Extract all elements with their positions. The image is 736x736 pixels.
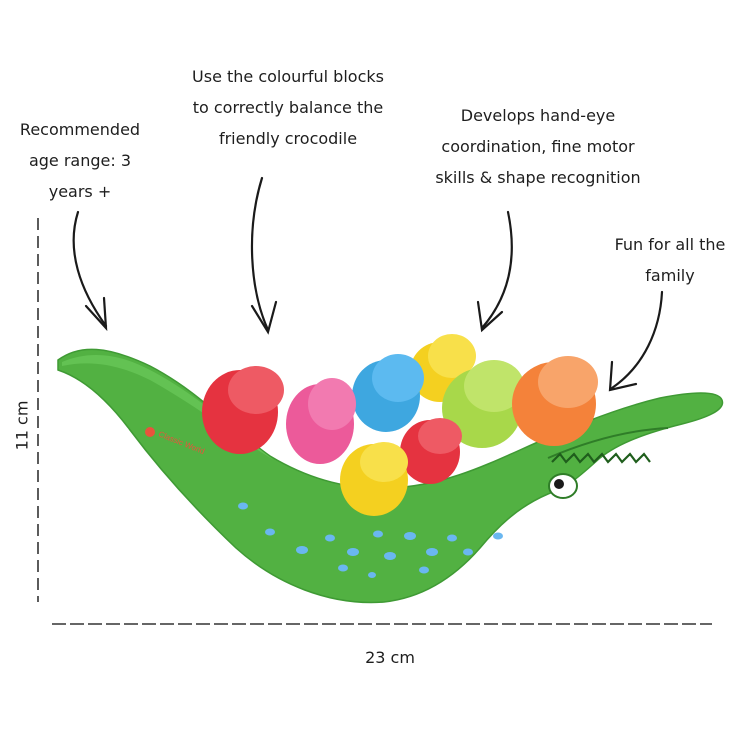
crocodile-teeth [551, 452, 651, 464]
annotation-line: age range: 3 [28, 151, 132, 170]
block-yellow-bottom [340, 442, 408, 516]
arrow-age-head [84, 296, 108, 332]
arrow-family [610, 290, 664, 390]
arrow-blocks-head [250, 300, 278, 335]
arrow-family-head [608, 360, 638, 392]
annotation-age-range: Recommended age range: 3 years + [0, 114, 160, 207]
crocodile-spots [238, 502, 503, 578]
annotation-line: to correctly balance the [192, 98, 384, 117]
arrow-blocks [250, 176, 270, 332]
block-pink [286, 378, 356, 464]
annotation-line: Develops hand-eye [460, 106, 616, 125]
annotation-line: Fun for all the [614, 235, 726, 254]
block-blue [352, 354, 424, 432]
annotation-line: skills & shape recognition [435, 168, 641, 187]
width-dimension-label: 23 cm [365, 648, 415, 667]
block-red-small [400, 418, 462, 484]
arrow-age [72, 210, 108, 328]
crocodile-body [57, 348, 724, 604]
annotation-line: friendly crocodile [218, 129, 358, 148]
arrow-skills-head [476, 300, 504, 333]
annotation-line: years + [48, 182, 112, 201]
crocodile-jaw-line [547, 427, 669, 459]
arrow-skills [480, 210, 513, 330]
annotation-skills: Develops hand-eye coordination, fine mot… [418, 100, 658, 193]
block-lime [442, 360, 524, 448]
annotation-line: family [645, 266, 695, 285]
block-orange [512, 356, 598, 446]
crocodile-pupil [554, 479, 564, 489]
annotation-family: Fun for all the family [600, 229, 736, 291]
height-dimension-label: 11 cm [12, 400, 32, 451]
arrows [72, 176, 664, 392]
annotation-colourful-blocks: Use the colourful blocks to correctly ba… [172, 61, 404, 154]
annotation-line: Use the colourful blocks [192, 67, 384, 86]
crocodile: Classic World [57, 348, 724, 604]
block-red-left [202, 366, 284, 454]
blocks [202, 334, 598, 516]
annotation-line: Recommended [19, 120, 141, 139]
annotation-line: coordination, fine motor [441, 137, 635, 156]
